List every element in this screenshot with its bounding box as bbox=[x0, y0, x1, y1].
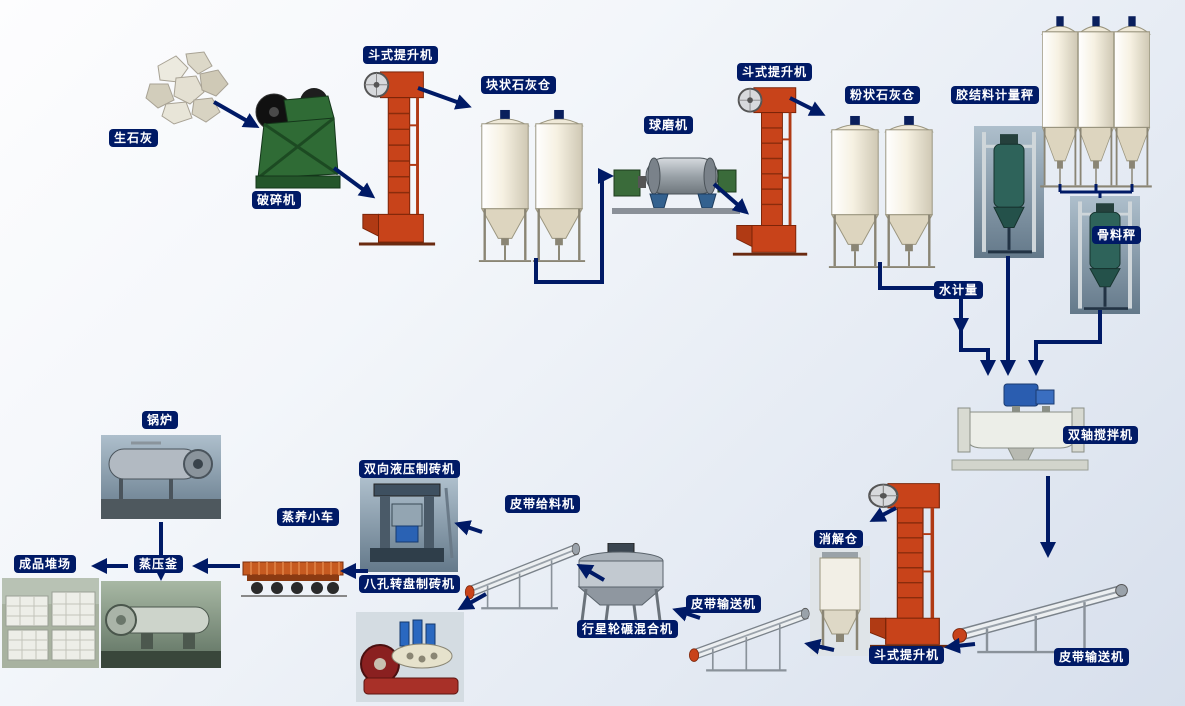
belt-feeder-image bbox=[462, 518, 590, 612]
label-belt-conveyor-right: 皮带输送机 bbox=[1054, 648, 1130, 666]
binder-scale-image bbox=[974, 126, 1044, 258]
label-quicklime: 生石灰 bbox=[109, 129, 159, 147]
belt-conveyor-right-image bbox=[948, 558, 1143, 656]
boiler-image bbox=[101, 435, 221, 519]
powder-lime-silo-image bbox=[826, 112, 938, 272]
label-digestion-silo: 消解仓 bbox=[814, 530, 864, 548]
label-autoclave: 蒸压釜 bbox=[134, 555, 184, 573]
label-ball-mill: 球磨机 bbox=[644, 116, 694, 134]
label-binder-scale: 胶结料计量秤 bbox=[951, 86, 1040, 104]
ball-mill-image bbox=[612, 136, 740, 216]
label-belt-feeder: 皮带给料机 bbox=[505, 495, 581, 513]
autoclave-image bbox=[101, 581, 221, 668]
label-boiler: 锅炉 bbox=[142, 411, 179, 429]
bucket-elevator-3-image bbox=[860, 478, 958, 650]
label-bucket-elevator-2: 斗式提升机 bbox=[737, 63, 813, 81]
label-aggregate-scale: 骨料秤 bbox=[1092, 226, 1142, 244]
bucket-elevator-2-image bbox=[731, 82, 811, 258]
steam-curing-cart-image bbox=[241, 546, 347, 606]
bucket-elevator-1-image bbox=[357, 66, 439, 248]
label-powder-lime-silo: 粉状石灰仓 bbox=[845, 86, 921, 104]
crusher-image bbox=[250, 82, 346, 194]
hydraulic-brick-machine-image bbox=[360, 478, 458, 572]
quicklime-image bbox=[138, 48, 238, 130]
label-bucket-elevator-3: 斗式提升机 bbox=[869, 646, 945, 664]
aggregate-scale-image bbox=[1070, 196, 1140, 314]
digestion-silo-image bbox=[810, 546, 870, 656]
label-belt-conveyor-mid: 皮带输送机 bbox=[686, 595, 762, 613]
product-yard-image bbox=[2, 578, 99, 668]
label-rotary-brick-machine: 八孔转盘制砖机 bbox=[359, 575, 461, 593]
label-water-meter: 水计量 bbox=[934, 281, 984, 299]
label-steam-curing-cart: 蒸养小车 bbox=[277, 508, 340, 526]
lump-lime-silo-image bbox=[476, 106, 588, 266]
label-bucket-elevator-1: 斗式提升机 bbox=[363, 46, 439, 64]
aggregate-silos-image bbox=[1038, 14, 1154, 192]
twin-shaft-mixer-image bbox=[948, 378, 1093, 476]
rotary-brick-machine-image bbox=[356, 612, 464, 702]
label-twin-shaft-mixer: 双轴搅拌机 bbox=[1063, 426, 1139, 444]
label-crusher: 破碎机 bbox=[252, 191, 302, 209]
label-product-yard: 成品堆场 bbox=[14, 555, 77, 573]
label-planetary-mixer: 行星轮碾混合机 bbox=[577, 620, 679, 638]
label-lump-lime-silo: 块状石灰仓 bbox=[481, 76, 557, 94]
label-hydraulic-brick-machine: 双向液压制砖机 bbox=[359, 460, 461, 478]
